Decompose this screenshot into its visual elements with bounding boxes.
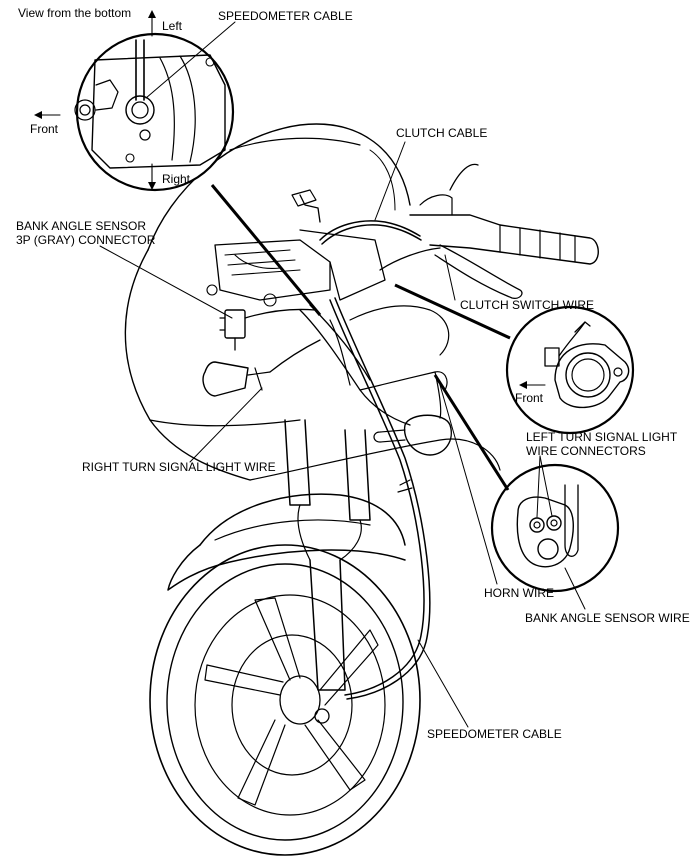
label-bank-angle-sensor-1: BANK ANGLE SENSOR [16,219,146,233]
inset-left-turn-connectors [490,463,620,593]
inset-left-turn-circle [490,463,620,593]
handlebar [409,163,599,299]
label-speedometer-cable-bottom: SPEEDOMETER CABLE [427,727,562,741]
label-front-right: Front [515,391,544,405]
inset-clutch-switch [505,305,635,435]
wiring-harness [299,304,448,426]
front-wheel [149,544,421,856]
bank-angle-sensor-connector [219,308,316,351]
label-clutch-switch-wire: CLUTCH SWITCH WIRE [460,298,594,312]
label-horn-wire: HORN WIRE [484,586,554,600]
labels: View from the bottom Left Right Front SP… [16,6,690,741]
inset-leader-lines [210,184,511,491]
callout-lines [99,21,586,728]
front-fork [284,419,371,691]
fairing [124,123,501,481]
speedometer-cable [329,297,431,700]
label-speedometer-cable-top: SPEEDOMETER CABLE [218,9,353,23]
instrument-area [206,229,450,356]
label-right: Right [162,172,191,186]
label-left: Left [162,19,183,33]
direction-arrows [34,10,546,389]
label-left-turn-signal-2: WIRE CONNECTORS [526,444,646,458]
label-bank-angle-sensor-2: 3P (GRAY) CONNECTOR [16,233,156,247]
inset-clutch-switch-circle [505,305,635,435]
label-view-from-bottom: View from the bottom [18,6,131,20]
label-clutch-cable: CLUTCH CABLE [396,126,487,140]
front-fender [167,493,406,591]
inset-bottom-view-circle [75,32,235,192]
inset-bottom-view [74,32,235,192]
label-bank-angle-sensor-wire: BANK ANGLE SENSOR WIRE [525,611,690,625]
cables [291,189,441,271]
label-front-top: Front [30,122,59,136]
label-left-turn-signal-1: LEFT TURN SIGNAL LIGHT [526,430,678,444]
left-turn-signal [373,414,452,456]
right-turn-signal [202,339,321,397]
label-right-turn-signal-wire: RIGHT TURN SIGNAL LIGHT WIRE [82,460,276,474]
